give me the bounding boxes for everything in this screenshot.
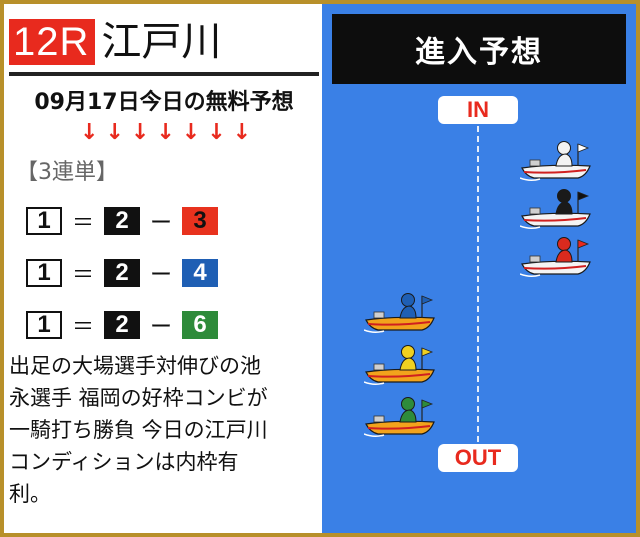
- out-label: OUT: [438, 444, 518, 472]
- combo-second: 2: [104, 259, 140, 287]
- combo-row-2: 1 ＝ 2 ー 4: [26, 257, 218, 289]
- boat-icon: [519, 232, 592, 280]
- course-line: [477, 126, 479, 442]
- down-arrow-icon: ↓: [80, 120, 99, 145]
- combo-equals: ＝: [71, 211, 94, 236]
- comment-line: 永選手 福岡の好枠コンビが: [9, 386, 268, 410]
- combo-third: 6: [182, 311, 218, 339]
- bet-type-label: 【3連単】: [16, 160, 118, 185]
- boat-icon: [363, 288, 436, 336]
- combo-equals: ＝: [71, 315, 94, 340]
- combo-second: 2: [104, 207, 140, 235]
- combo-dash: ー: [149, 315, 172, 340]
- panel-title: 進入予想: [332, 14, 626, 84]
- combo-dash: ー: [149, 211, 172, 236]
- combo-second: 2: [104, 311, 140, 339]
- combo-row-3: 1 ＝ 2 ー 6: [26, 309, 218, 341]
- forecast-comment: 出足の大場選手対伸びの池 永選手 福岡の好枠コンビが 一騎打ち勝負 今日の江戸川…: [9, 350, 321, 510]
- comment-line: 一騎打ち勝負 今日の江戸川: [9, 418, 268, 442]
- entry-prediction-panel: 進入予想 IN OUT: [322, 4, 636, 533]
- boat-icon: [363, 392, 436, 440]
- down-arrow-icon: ↓: [181, 120, 201, 145]
- combo-first: 1: [26, 207, 62, 235]
- header-divider: [9, 72, 319, 76]
- venue-name: 江戸川: [101, 19, 222, 65]
- comment-line: 出足の大場選手対伸びの池: [9, 354, 261, 378]
- race-number: 12R: [9, 19, 96, 65]
- down-arrow-icon: ↓: [130, 120, 150, 145]
- down-arrow-icon: ↓: [105, 120, 124, 145]
- combo-first: 1: [26, 311, 62, 339]
- combo-third: 4: [182, 259, 218, 287]
- down-arrow-icon: ↓: [232, 120, 252, 145]
- combo-equals: ＝: [71, 263, 94, 288]
- comment-line: コンディションは内枠有: [9, 450, 239, 474]
- combo-first: 1: [26, 259, 62, 287]
- boat-icon: [363, 340, 436, 388]
- race-header: 12R 江戸川: [9, 18, 221, 66]
- down-arrow-icon: ↓: [156, 120, 175, 145]
- boat-icon: [519, 136, 592, 184]
- down-arrows: ↓ ↓ ↓ ↓ ↓ ↓ ↓: [80, 120, 251, 145]
- boat-icon: [519, 184, 592, 232]
- forecast-date-title: 09月17日今日の無料予想: [34, 90, 294, 115]
- combo-row-1: 1 ＝ 2 ー 3: [26, 205, 218, 237]
- forecast-column: 12R 江戸川 09月17日今日の無料予想 ↓ ↓ ↓ ↓ ↓ ↓ ↓ 【3連単…: [4, 4, 322, 533]
- comment-line: 利。: [9, 482, 51, 506]
- combo-third: 3: [182, 207, 218, 235]
- in-label: IN: [438, 96, 518, 124]
- down-arrow-icon: ↓: [207, 120, 226, 145]
- combo-dash: ー: [149, 263, 172, 288]
